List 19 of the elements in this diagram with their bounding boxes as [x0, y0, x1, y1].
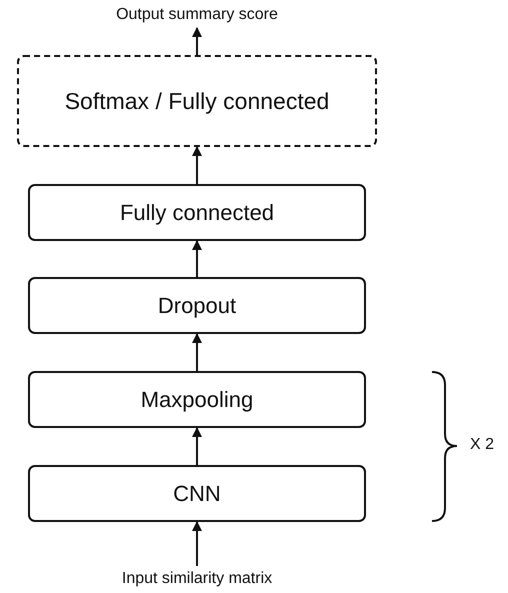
layer-box — [28, 371, 366, 428]
layer-label: Fully connected — [120, 200, 274, 226]
optional-layer-box — [17, 55, 377, 147]
layer-box — [28, 184, 366, 241]
io-label: Input similarity matrix — [122, 570, 272, 588]
layer-label: Dropout — [158, 292, 236, 318]
layer-box — [28, 465, 366, 522]
arrow — [192, 240, 202, 277]
arrow — [192, 521, 202, 566]
io-label: Output summary score — [116, 6, 278, 24]
arrow — [192, 333, 202, 371]
layer-label: Softmax / Fully connected — [64, 88, 330, 114]
layer-label: CNN — [173, 480, 221, 506]
arrow — [192, 27, 202, 55]
arrow — [192, 146, 202, 184]
repeat-label: X 2 — [470, 436, 494, 454]
layer-label: Maxpooling — [140, 386, 254, 412]
arrow — [192, 427, 202, 465]
layer-box — [28, 277, 366, 334]
